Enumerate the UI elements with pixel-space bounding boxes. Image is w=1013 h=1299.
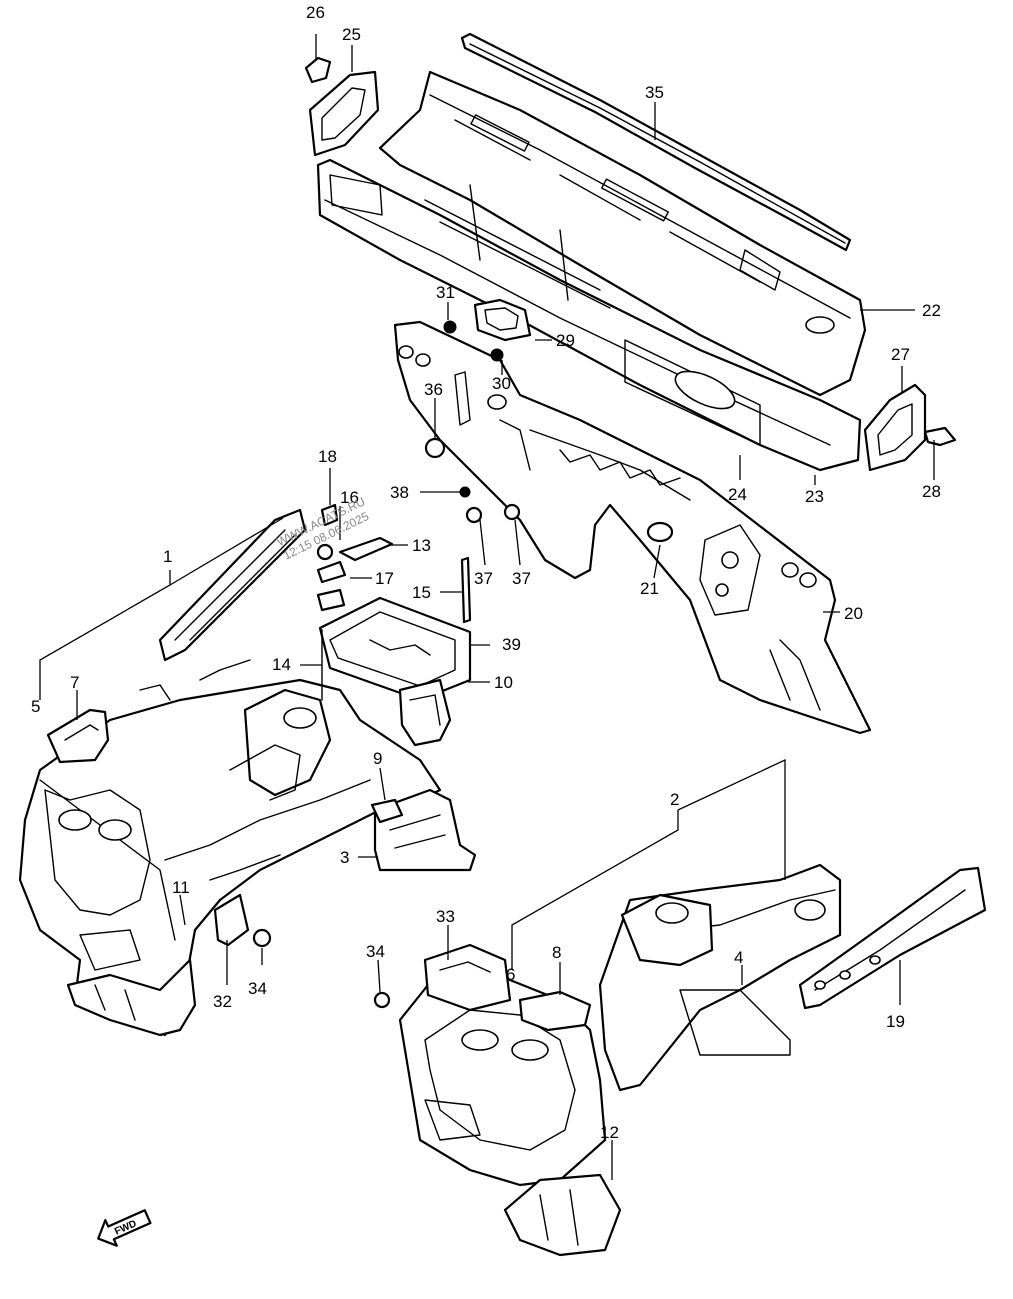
label-36: 36 [424,380,443,399]
label-22: 22 [922,301,941,320]
label-18: 18 [318,447,337,466]
label-17: 17 [375,569,394,588]
label-2: 2 [670,790,679,809]
label-12: 12 [600,1123,619,1142]
label-31: 31 [436,283,455,302]
fasteners-upper [424,298,674,543]
label-7: 7 [70,673,79,692]
label-4: 4 [734,948,743,967]
part-11-lower-left [66,893,272,1037]
label-3: 3 [340,848,349,867]
part-35-cowl-strip [460,32,852,252]
part-number-labels: 1 2 3 4 5 6 7 8 9 10 11 12 13 14 15 16 1… [31,3,941,1142]
part-25-bracket [304,56,380,157]
label-20: 20 [844,604,863,623]
label-26: 26 [306,3,325,22]
label-24: 24 [728,485,747,504]
label-1: 1 [163,547,172,566]
part-12-lower-panel [503,1173,622,1257]
part-3-bracket [370,788,477,872]
label-28: 28 [922,482,941,501]
label-37-left: 37 [474,569,493,588]
label-16: 16 [340,488,359,507]
label-30: 30 [492,374,511,393]
label-6: 6 [506,965,515,984]
part-2-front-assembly-right [598,863,842,1092]
part-27-bracket [863,383,957,472]
label-34-right: 34 [366,942,385,961]
part-24-23-cowl-lower [316,158,862,472]
part-15-rod [460,556,472,624]
part-22-cowl-panel [378,70,867,397]
part-19-side-member [798,866,987,1010]
label-5: 5 [31,697,40,716]
label-9: 9 [373,749,382,768]
label-19: 19 [886,1012,905,1031]
label-15: 15 [412,583,431,602]
label-11: 11 [172,878,190,897]
label-21: 21 [640,579,659,598]
part-20-dash-panel [393,320,872,735]
label-13: 13 [412,536,431,555]
label-10: 10 [494,673,513,692]
label-25: 25 [342,25,361,44]
part-1-front-assembly [18,508,442,1037]
label-32: 32 [213,992,232,1011]
label-23: 23 [805,487,824,506]
part-6-radiator-support [373,943,607,1187]
label-29: 29 [556,331,575,350]
fwd-arrow-icon: FWD [97,1209,152,1247]
label-35: 35 [645,83,664,102]
parts-13-18-clips [316,503,394,612]
label-38: 38 [390,483,409,502]
label-33: 33 [436,907,455,926]
leader-lines [39,34,935,1180]
label-34-left: 34 [248,979,267,998]
part-7-bracket [46,708,110,764]
label-14: 14 [272,655,291,674]
label-27: 27 [891,345,910,364]
label-8: 8 [552,943,561,962]
label-39: 39 [502,635,521,654]
label-37-right: 37 [512,569,531,588]
part-10-bracket-assembly [318,596,472,747]
